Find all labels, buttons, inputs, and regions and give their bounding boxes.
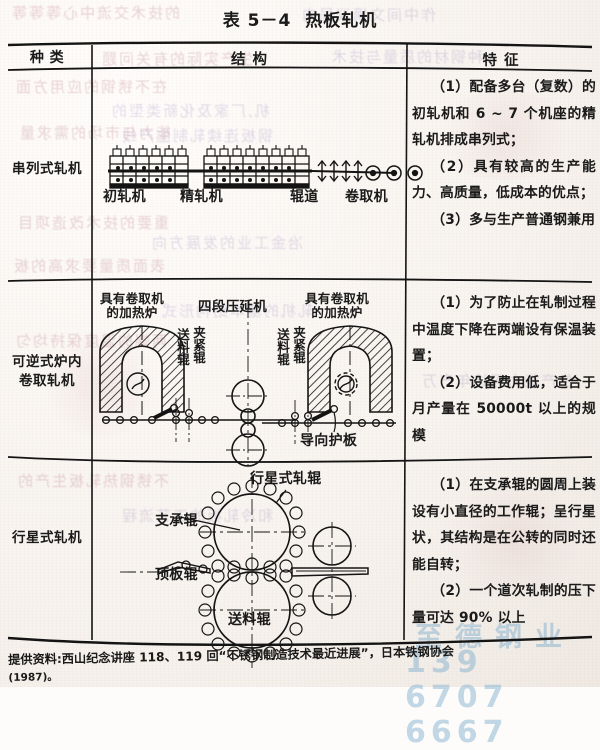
feature-item: （2）具有较高的生产能力、高质量，低成本的优点； [412, 158, 596, 202]
label-backup-roll: 支承辊 [155, 513, 198, 529]
table-number: 表 5－4 [222, 11, 292, 31]
header-structure: 结 构 [230, 52, 269, 68]
table-rules [7, 41, 593, 647]
label-guide-plate: 导向护板 [300, 433, 358, 449]
footnote-year: (1987)。 [8, 671, 58, 684]
feature-item: （2）设备费用低，适合于月产量在 50000t 以上的规模 [412, 374, 596, 444]
row-2-features: （1）为了防止在轧制过程中温度下降在两端设有保温装置； （2）设备费用低，适合于… [412, 290, 596, 449]
label-roughing-mill: 初轧机 [103, 189, 146, 205]
planetary-mill-diagram [120, 472, 369, 668]
label-feed-roll-right: 送料辊 [275, 328, 290, 366]
tandem-mill-diagram [108, 145, 423, 189]
table-sheet: 表 5－4 热板轧机 种 类 结 构 特 征 串列式轧机 [0, 6, 600, 684]
label-four-high-mill: 四段压延机 [198, 299, 267, 315]
feature-item: （3）多与生产普通钢兼用 [431, 211, 596, 228]
table-title: 表 5－4 热板轧机 [0, 6, 600, 31]
header-category: 种 类 [29, 50, 65, 66]
label-roller-table: 辊道 [290, 189, 319, 205]
label-furnace-with-coiler-right: 具有卷取机 的加热炉 [305, 291, 370, 320]
label-finishing-mill: 精轧机 [180, 189, 223, 205]
paper-background [0, 0, 600, 687]
label-pinch-roll-left: 夹紧辊 [191, 326, 206, 364]
label-coiler: 卷取机 [345, 189, 388, 205]
row-1-category: 串列式轧机 [12, 161, 82, 177]
feature-item: （2）一个道次轧制的压下量可达 90% 以上 [412, 583, 596, 626]
feature-item: （1）配备多台（复数）的初轧机和 6 ~ 7 个机座的精轧机排成串列式； [412, 79, 596, 148]
row-1-features: （1）配备多台（复数）的初轧机和 6 ~ 7 个机座的精轧机排成串列式； （2）… [412, 74, 596, 233]
row-3-category: 行星式轧机 [12, 530, 82, 546]
feature-item: （1）在支承辊的圆周上装设有小直径的工作辊；呈行星状，其结构是在公转的同时还能自… [412, 477, 596, 573]
label-furnace-with-coiler-left: 具有卷取机 的加热炉 [100, 291, 165, 320]
scan-grain-overlay [0, 0, 600, 687]
table-name: 热板轧机 [305, 11, 378, 31]
row-2-category: 可逆式炉内 卷取轧机 [12, 354, 82, 389]
feature-item: （1）为了防止在轧制过程中温度下降在两端设有保温装置； [412, 295, 596, 364]
header-feature: 特 征 [482, 53, 520, 69]
label-pinch-roll-right: 夹紧辊 [291, 326, 306, 364]
reversing-coiler-furnace-mill-diagram [99, 302, 396, 467]
label-feed-roll: 送料辊 [228, 612, 271, 628]
row-3-features: （1）在支承辊的圆周上装设有小直径的工作辊；呈行星状，其结构是在公转的同时还能自… [412, 472, 596, 631]
label-planetary-rolls: 行星式轧辊 [250, 471, 322, 487]
